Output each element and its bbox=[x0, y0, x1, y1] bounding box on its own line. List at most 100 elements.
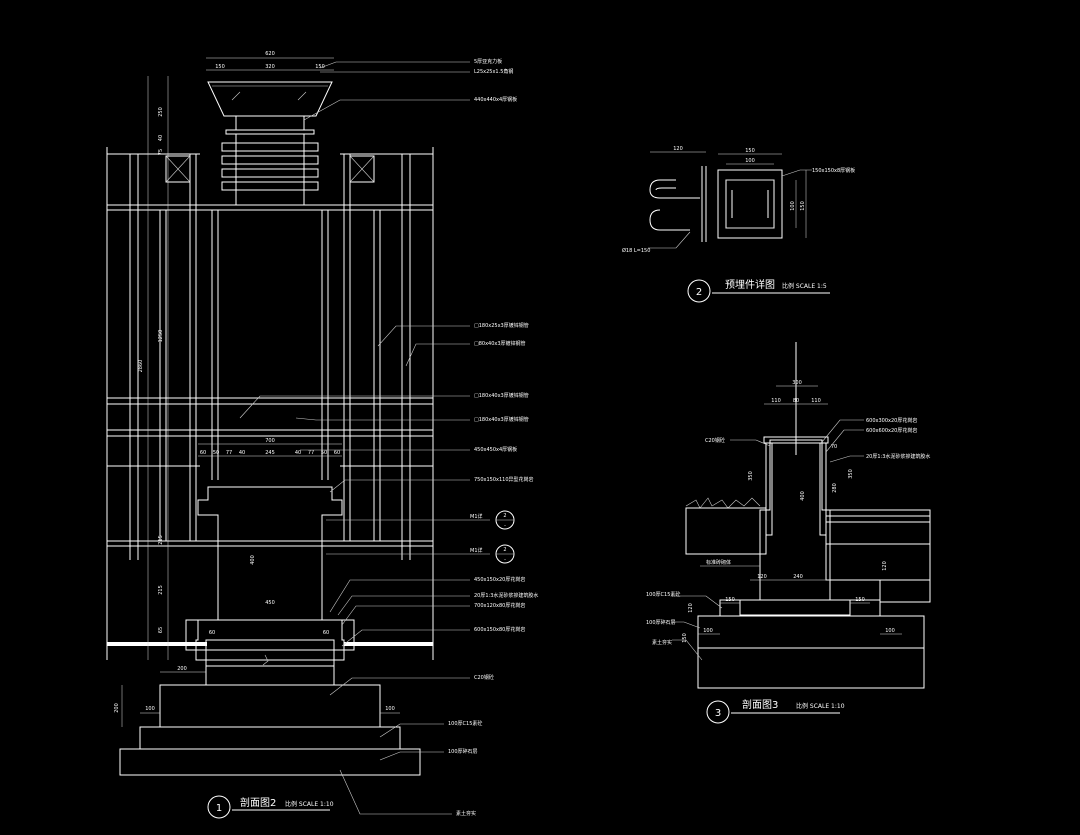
note: C20钢砼 bbox=[705, 437, 725, 444]
dim-part: 150 bbox=[215, 64, 225, 70]
detail-1-left-dimensions: 250 40 75 1250 2860 215 215 65 bbox=[138, 76, 169, 660]
detail-1-mid-dimensions: 700 60 50 77 40 245 40 77 50 60 bbox=[198, 438, 342, 457]
dim-v: 280 bbox=[832, 483, 838, 493]
note: 450x150x20厚花岗岩 bbox=[474, 576, 525, 583]
ref-label: M1详 bbox=[470, 547, 483, 554]
note: 600x300x20厚花岗岩 bbox=[866, 417, 917, 424]
note: 100厚C15素砼 bbox=[448, 720, 482, 727]
dim-total-mid: 700 bbox=[265, 438, 275, 444]
ground-line-left bbox=[107, 642, 207, 646]
dim-part: 60 bbox=[209, 630, 215, 636]
dim-part: 110 bbox=[811, 398, 821, 404]
dim-part: 40 bbox=[239, 450, 245, 456]
dim-v: 100 bbox=[790, 201, 796, 211]
column-cap-bands bbox=[221, 134, 319, 205]
column-body bbox=[185, 486, 355, 667]
note: 440x440x4厚钢板 bbox=[474, 96, 517, 103]
dim-part: 77 bbox=[226, 450, 232, 456]
detail-1-footing-dimensions: 200 100 100 200 450 60 60 400 bbox=[114, 555, 400, 727]
note: 100厚C15素砼 bbox=[646, 591, 680, 598]
dim-part: 100 bbox=[703, 628, 713, 634]
note: □180x25x3厚镀锌钢管 bbox=[474, 322, 529, 329]
detail-2-embedded-part: 120 150 100 100 150 150x150x8厚钢板 Ø18 L=1… bbox=[622, 146, 855, 303]
turf-surface bbox=[685, 497, 761, 509]
dim-v: 2860 bbox=[138, 360, 144, 373]
dim-v: 75 bbox=[158, 149, 164, 155]
detail-3-section: 300 110 80 110 350 280 350 400 70 120 12… bbox=[646, 342, 931, 724]
note: 450x450x4厚钢板 bbox=[474, 446, 517, 453]
dim-part: 320 bbox=[265, 64, 275, 70]
detail-title: 剖面图3 bbox=[742, 698, 778, 711]
anchor-bar bbox=[649, 179, 700, 199]
note: 600x600x20厚花岗岩 bbox=[866, 427, 917, 434]
note: 100厚碎石层 bbox=[448, 748, 478, 755]
dim-part: 80 bbox=[793, 398, 799, 404]
dim-part: 70 bbox=[831, 444, 837, 450]
dim-part: 60 bbox=[323, 630, 329, 636]
dim-part: 100 bbox=[885, 628, 895, 634]
detail-scale: 比例 SCALE 1:5 bbox=[782, 282, 827, 290]
dim-v: 40 bbox=[158, 135, 164, 141]
dim-part: 245 bbox=[265, 450, 275, 456]
ref-sheet: - bbox=[504, 557, 506, 563]
note: L25x25x1.5角钢 bbox=[474, 68, 513, 75]
dim-v: 215 bbox=[158, 535, 164, 545]
note: 5厚亚克力板 bbox=[474, 58, 502, 65]
dim-part: 240 bbox=[793, 574, 803, 580]
dim-part: 50 bbox=[321, 450, 327, 456]
dim-total: 300 bbox=[792, 380, 802, 386]
detail-number: 3 bbox=[715, 708, 721, 719]
dim-part: 40 bbox=[295, 450, 301, 456]
dim-part: 100 bbox=[745, 158, 755, 164]
dim-v: 65 bbox=[158, 627, 164, 633]
note: 750x150x110异型花岗岩 bbox=[474, 476, 534, 483]
note: 素土夯实 bbox=[456, 810, 476, 817]
steel-frame-grid bbox=[106, 147, 434, 660]
dim-part: 60 bbox=[334, 450, 340, 456]
ref-number: 2 bbox=[503, 547, 506, 553]
dim-v: 150 bbox=[682, 633, 688, 643]
dim-v: 120 bbox=[882, 561, 888, 571]
dim-part: 60 bbox=[200, 450, 206, 456]
dim-part: 50 bbox=[213, 450, 219, 456]
dim-v: 250 bbox=[158, 107, 164, 117]
dim-v: 350 bbox=[748, 471, 754, 481]
note: 700x120x80厚花岗岩 bbox=[474, 602, 525, 609]
ref-number: 2 bbox=[503, 513, 506, 519]
ref-label: M1详 bbox=[470, 513, 483, 520]
detail-ref-symbol: M1详 2 - bbox=[326, 544, 515, 564]
detail-1-top-dimensions: 620 150 320 150 bbox=[206, 51, 334, 71]
detail-scale: 比例 SCALE 1:10 bbox=[796, 702, 845, 710]
dim-part: 110 bbox=[771, 398, 781, 404]
dim-part: 100 bbox=[385, 706, 395, 712]
note: 素土夯实 bbox=[652, 639, 672, 646]
ref-sheet: - bbox=[504, 523, 506, 529]
detail-number: 1 bbox=[216, 803, 222, 814]
note: 100厚碎石层 bbox=[646, 619, 676, 626]
dim-v: 120 bbox=[688, 603, 694, 613]
note: Ø18 L=150 bbox=[622, 247, 650, 254]
note: 标准砖砌体 bbox=[706, 559, 731, 566]
note: □180x40x3厚镀锌钢管 bbox=[474, 392, 529, 399]
detail-number: 2 bbox=[696, 287, 702, 298]
footing-layers bbox=[119, 666, 421, 776]
dim-part: 200 bbox=[177, 666, 187, 672]
detail-scale: 比例 SCALE 1:10 bbox=[285, 800, 334, 808]
dim-part: 450 bbox=[265, 600, 275, 606]
detail-3-title: 3 剖面图3 比例 SCALE 1:10 bbox=[706, 698, 845, 724]
note: 20厚1:3水泥砂浆掺建筑胶水 bbox=[474, 592, 538, 599]
granite-paving bbox=[825, 509, 931, 517]
detail-1-section: 620 150 320 150 700 60 50 77 40 245 40 7… bbox=[106, 51, 538, 819]
note: 600x150x80厚花岗岩 bbox=[474, 626, 525, 633]
detail-title: 剖面图2 bbox=[240, 796, 276, 809]
detail-title: 预埋件详图 bbox=[725, 278, 775, 291]
detail-1-leaders bbox=[239, 61, 470, 815]
curb-stem bbox=[739, 439, 851, 616]
detail-1-title: 1 剖面图2 比例 SCALE 1:10 bbox=[207, 795, 334, 819]
dim-part: 150 bbox=[855, 597, 865, 603]
dim-v: 400 bbox=[250, 555, 256, 565]
detail-2-title: 2 预埋件详图 比例 SCALE 1:5 bbox=[687, 278, 830, 303]
steel-plate bbox=[717, 169, 783, 239]
dim-v: 150 bbox=[800, 201, 806, 211]
dim-part: 150 bbox=[725, 597, 735, 603]
